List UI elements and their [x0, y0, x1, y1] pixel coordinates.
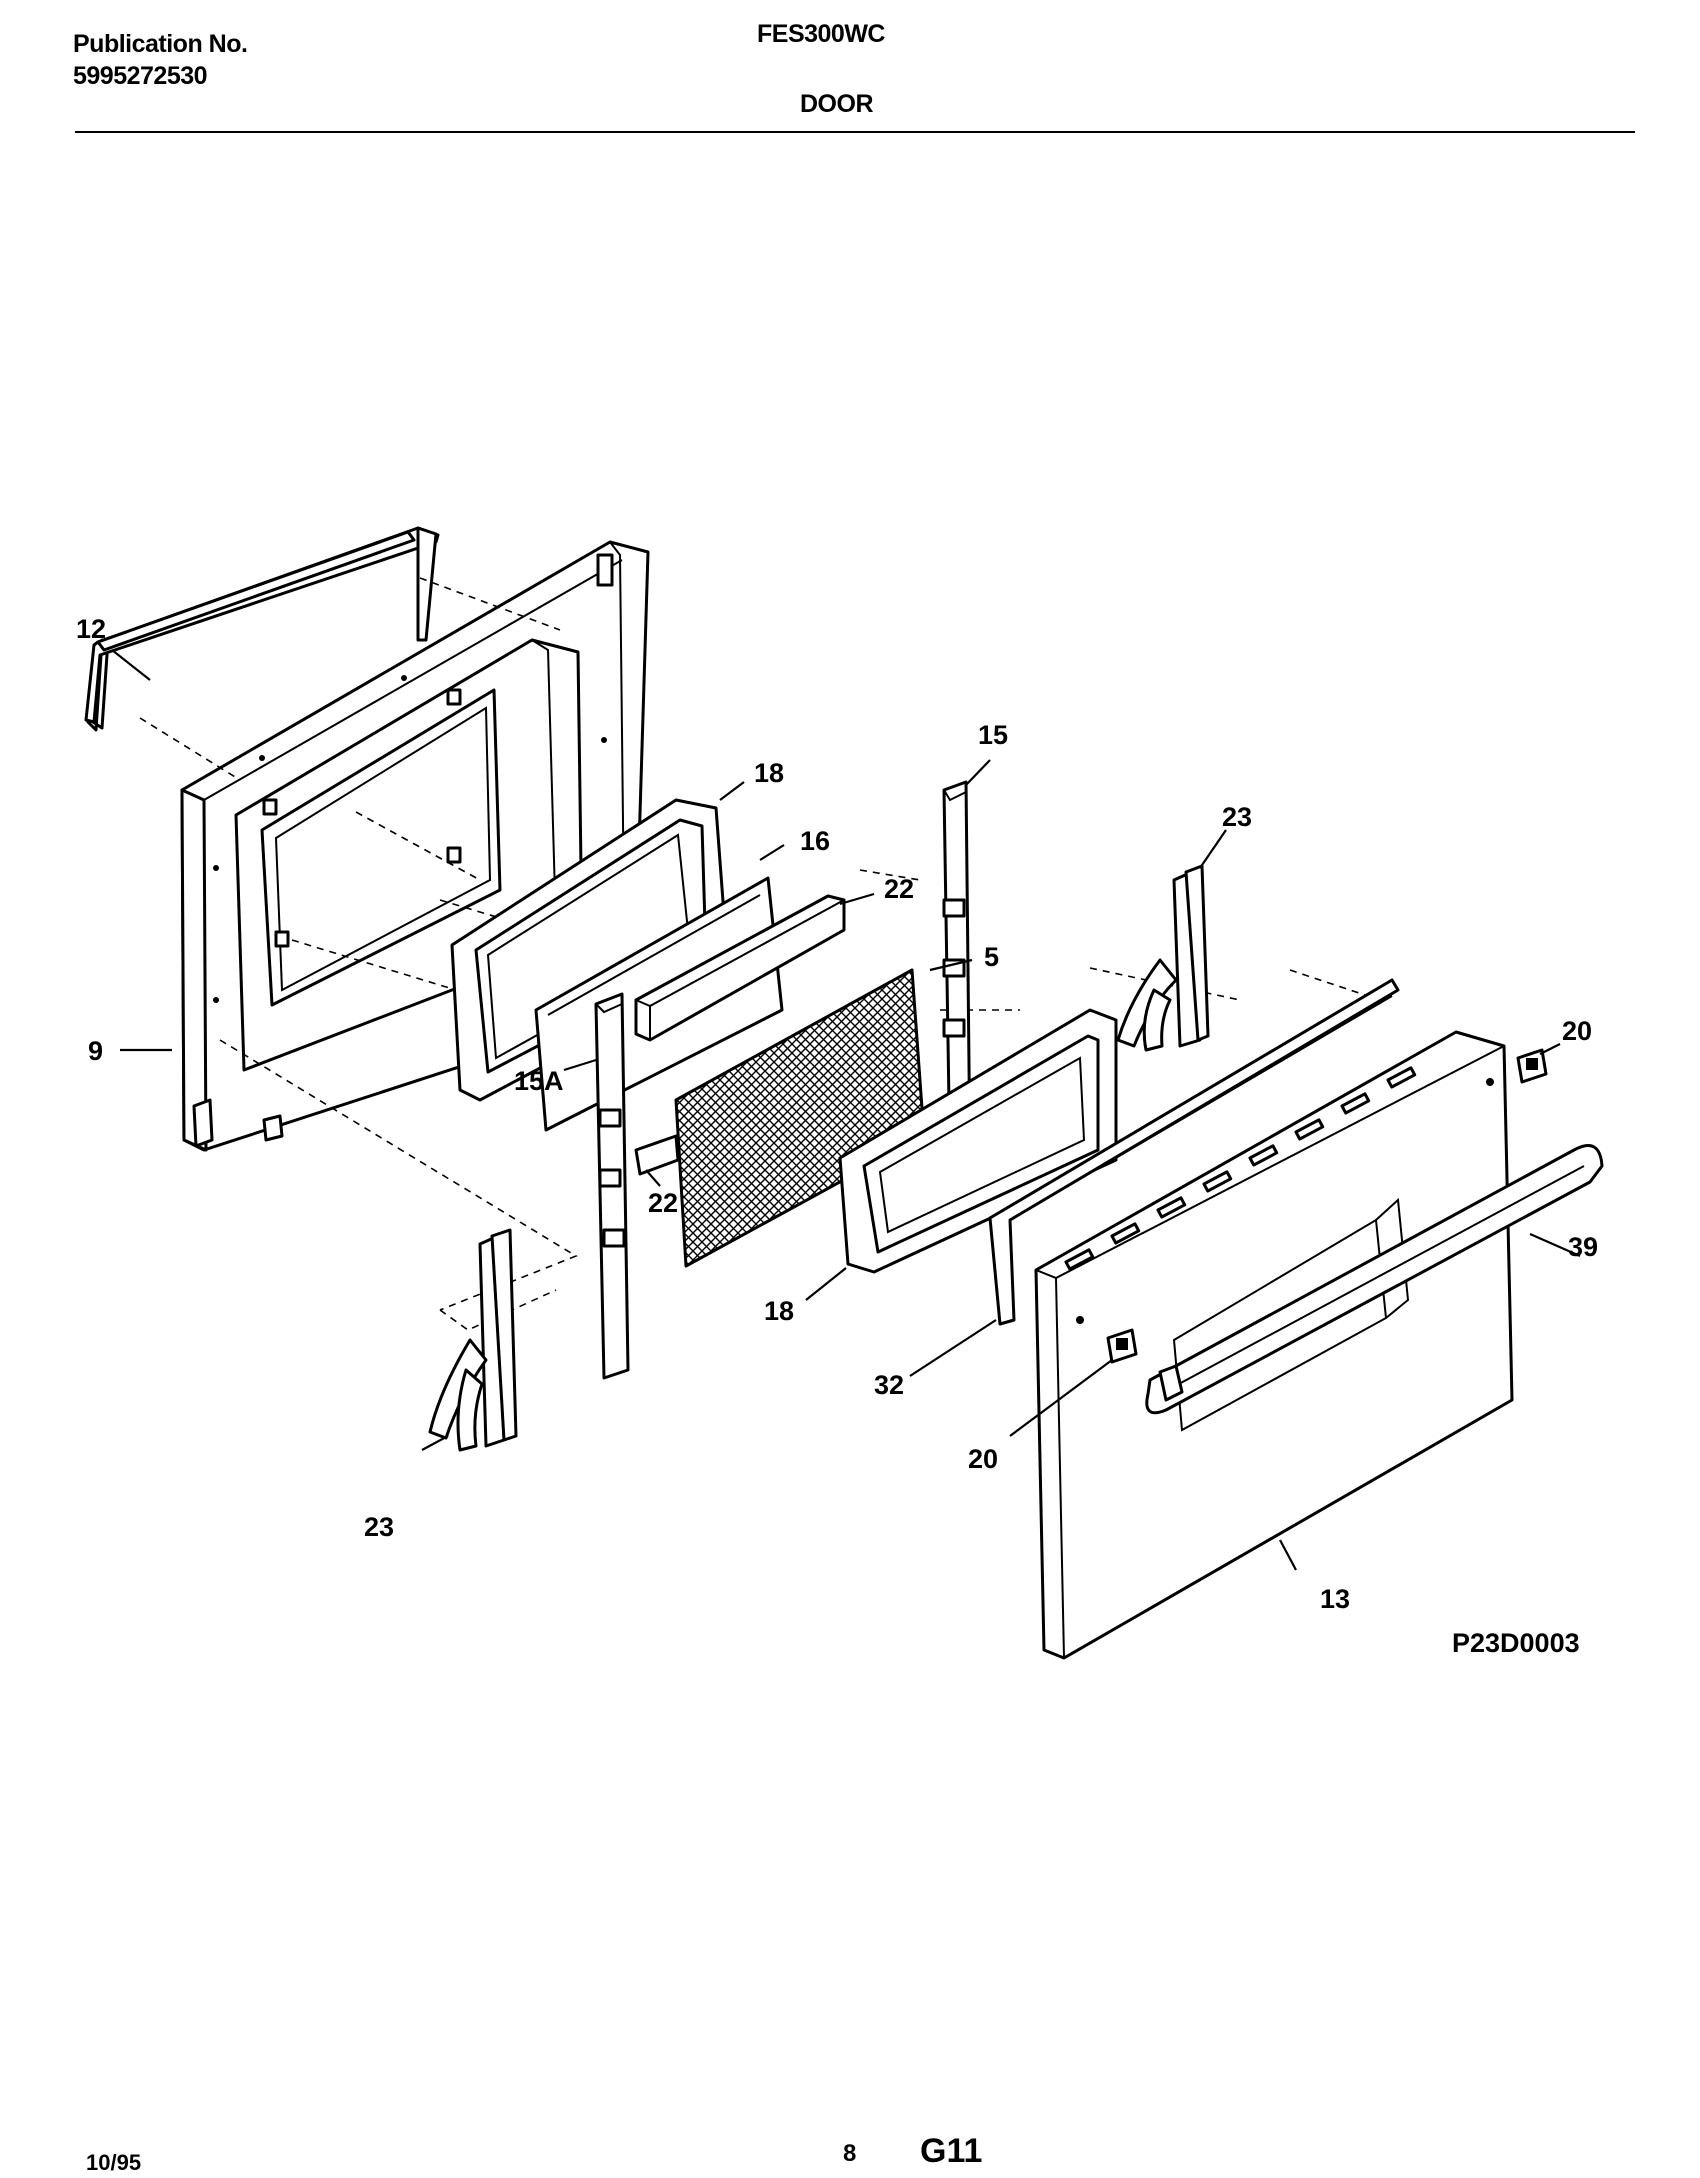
channel-22-upper [634, 894, 846, 1042]
footer-date: 10/95 [86, 2150, 142, 2175]
callout-23-right: 23 [1222, 802, 1252, 832]
callout-39: 39 [1568, 1232, 1598, 1262]
footer-page-number: 8 [843, 2140, 857, 2167]
model-number: FES300WC [757, 20, 885, 48]
callout-18-upper: 18 [754, 758, 784, 788]
publication-label: Publication No. [73, 30, 248, 58]
callout-20-upper: 20 [1562, 1016, 1592, 1046]
section-title: DOOR [800, 90, 874, 118]
callout-9: 9 [88, 1036, 103, 1066]
callout-22-upper: 22 [884, 874, 914, 904]
door-frame-18-lower [838, 1008, 1118, 1274]
callout-18-lower: 18 [764, 1296, 794, 1326]
callout-15A: 15A [514, 1066, 564, 1096]
channel-22-lower [634, 1134, 680, 1176]
side-channel-15A [594, 992, 630, 1380]
handle-bracket-20-upper [1516, 1048, 1548, 1084]
leader-lines [111, 649, 1581, 1571]
callout-13: 13 [1320, 1584, 1350, 1614]
window-frame-18-upper [450, 798, 730, 1102]
handle-bracket-20-lower [1106, 1328, 1138, 1364]
callout-20-lower: 20 [968, 1444, 998, 1474]
callout-22-lower: 22 [648, 1188, 678, 1218]
footer-code: G11 [920, 2132, 983, 2170]
callout-16: 16 [800, 826, 830, 856]
liner-32 [988, 978, 1400, 1326]
hinge-23-right [1116, 864, 1210, 1052]
handle-39 [1145, 1144, 1604, 1415]
callout-12: 12 [76, 614, 106, 644]
callout-23-left: 23 [364, 1512, 394, 1542]
hinge-23-left [428, 1228, 518, 1452]
callout-5: 5 [984, 942, 999, 972]
callout-32: 32 [874, 1370, 904, 1400]
drawing-code: P23D0003 [1452, 1628, 1580, 1658]
publication-number: 5995272530 [73, 62, 208, 90]
header-rule [75, 131, 1635, 133]
callout-15: 15 [978, 720, 1008, 750]
door-gasket-12 [84, 526, 440, 732]
